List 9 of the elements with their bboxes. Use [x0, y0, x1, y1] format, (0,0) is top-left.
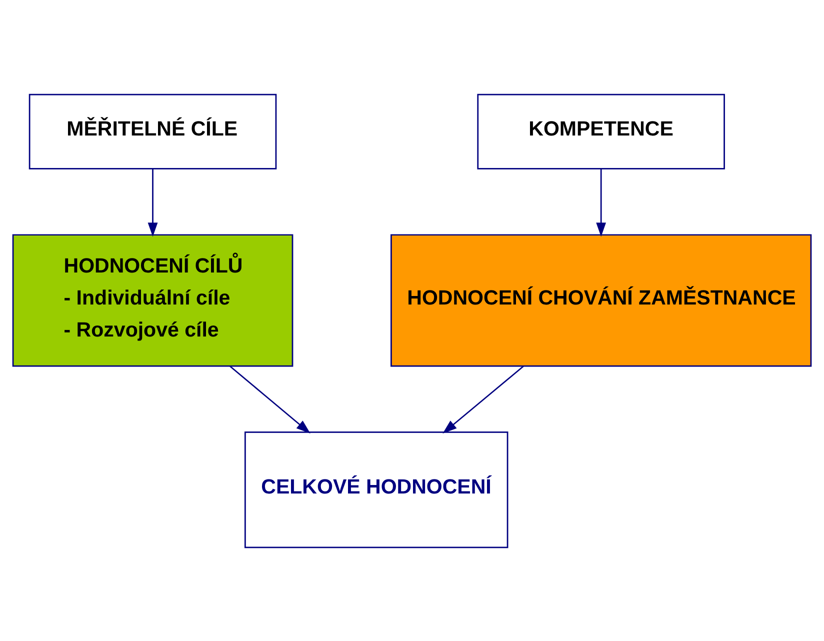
node-box: HODNOCENÍ CÍLŮ - Individuální cíle - Rozvojové cíle — [12, 234, 294, 366]
arrow — [230, 365, 310, 433]
node-box: MĚŘITELNÉ CÍLE — [28, 93, 277, 169]
arrow — [596, 168, 606, 236]
node-box: HODNOCENÍ CHOVÁNÍ ZAMĚSTNANCE — [390, 234, 812, 366]
arrow — [442, 365, 524, 433]
node-box: CELKOVÉ HODNOCENÍ — [244, 431, 508, 548]
node-box: KOMPETENCE — [477, 93, 725, 169]
arrow — [148, 168, 158, 236]
